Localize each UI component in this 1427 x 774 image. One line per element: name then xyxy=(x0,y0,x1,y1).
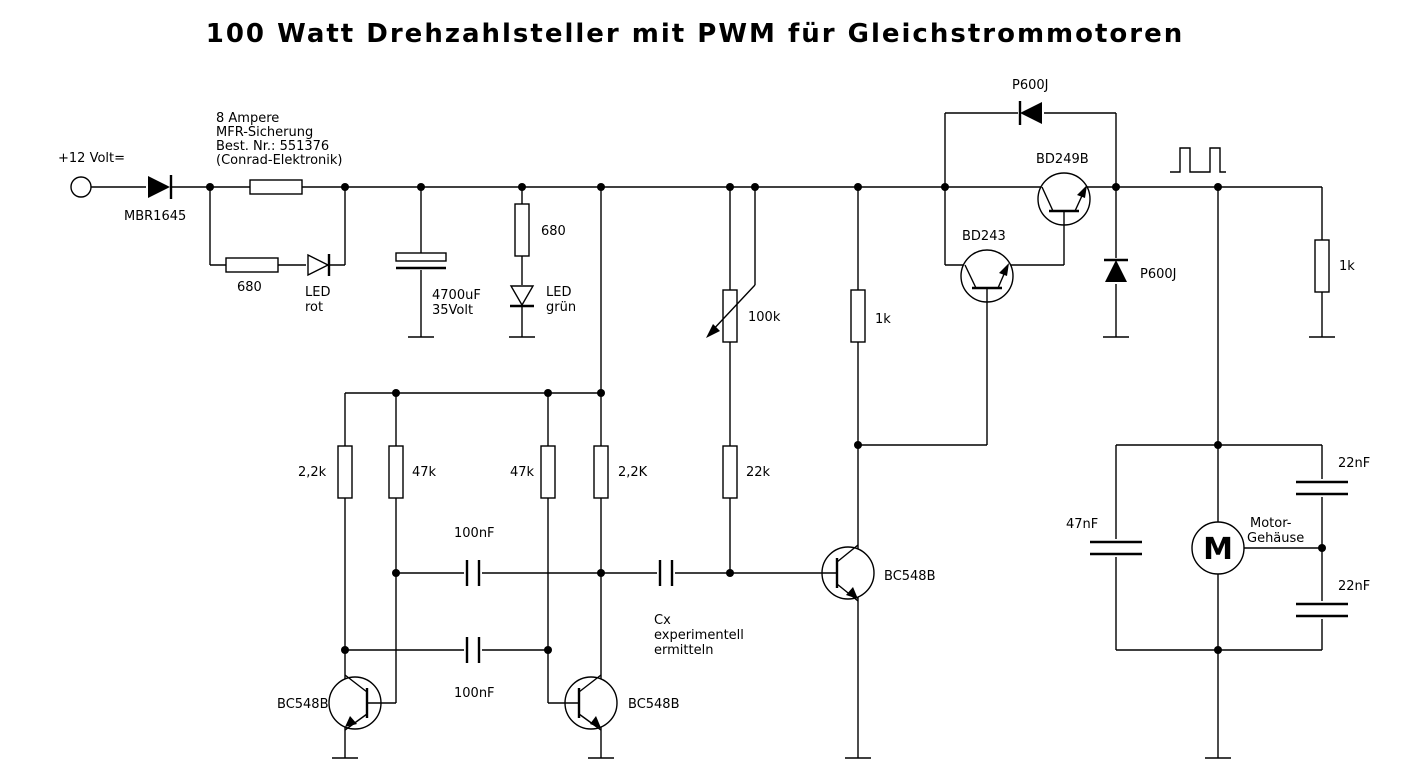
led-green xyxy=(509,285,535,308)
diode-mbr1645-label: MBR1645 xyxy=(124,209,186,224)
resistor-22k xyxy=(722,445,738,499)
input-label: +12 Volt= xyxy=(58,151,125,166)
fuse-label-3: Best. Nr.: 551376 xyxy=(216,139,329,154)
capacitor-47nf xyxy=(1090,539,1142,557)
diode-p600j-freewheel-label: P600J xyxy=(1140,267,1177,282)
fuse-label-1: 8 Ampere xyxy=(216,111,279,126)
resistor-680-green xyxy=(514,203,530,257)
resistor-2k2-left xyxy=(337,445,353,499)
resistor-47k-right xyxy=(540,445,556,499)
capacitor-47nf-label: 47nF xyxy=(1066,517,1098,532)
resistor-47k-right-label: 47k xyxy=(510,465,535,480)
led-red-label-1: LED xyxy=(305,285,330,300)
resistor-2k2-right-label: 2,2K xyxy=(618,465,648,480)
resistor-1k-load-label: 1k xyxy=(1339,259,1355,274)
capacitor-100nf-bottom-label: 100nF xyxy=(454,686,495,701)
capacitor-22nf-top xyxy=(1296,479,1348,497)
motor-symbol: M xyxy=(1203,532,1233,567)
capacitor-4700uf-label-2: 35Volt xyxy=(432,303,473,318)
resistor-1k-load xyxy=(1314,239,1330,293)
resistor-680-green-label: 680 xyxy=(541,224,566,239)
capacitor-4700uf xyxy=(395,252,447,270)
transistor-bd249b-label: BD249B xyxy=(1036,152,1089,167)
fuse-label-2: MFR-Sicherung xyxy=(216,125,313,140)
capacitor-22nf-top-label: 22nF xyxy=(1338,456,1370,471)
capacitor-100nf-top-label: 100nF xyxy=(454,526,495,541)
fuse xyxy=(249,179,303,195)
capacitor-cx xyxy=(657,560,675,586)
capacitor-cx-label-1: Cx xyxy=(654,613,671,628)
transistor-bd243-label: BD243 xyxy=(962,229,1006,244)
diode-p600j-top xyxy=(1018,101,1044,125)
led-red xyxy=(306,253,331,277)
diode-mbr1645 xyxy=(146,175,173,199)
potentiometer-100k-label: 100k xyxy=(748,310,781,325)
capacitor-cx-label-3: ermitteln xyxy=(654,643,713,658)
led-red-label-2: rot xyxy=(305,300,323,315)
motor-label-1: Motor- xyxy=(1250,516,1292,531)
resistor-1k-driver xyxy=(850,289,866,343)
transistor-bc548b-right-label: BC548B xyxy=(628,697,680,712)
transistor-bc548b-left-label: BC548B xyxy=(277,697,329,712)
input-terminal xyxy=(70,176,92,198)
capacitor-4700uf-label-1: 4700uF xyxy=(432,288,481,303)
resistor-1k-driver-label: 1k xyxy=(875,312,891,327)
transistor-bd243 xyxy=(960,249,1014,303)
motor-label-2: Gehäuse xyxy=(1247,531,1304,546)
led-green-label-2: grün xyxy=(546,300,576,315)
transistor-bc548b-driver-label: BC548B xyxy=(884,569,936,584)
fuse-label-4: (Conrad-Elektronik) xyxy=(216,153,343,168)
transistor-bc548b-driver xyxy=(820,544,875,602)
transistor-bc548b-right xyxy=(548,674,618,731)
diode-p600j-top-label: P600J xyxy=(1012,78,1049,93)
resistor-680-red xyxy=(225,257,279,273)
junction-dots xyxy=(206,183,1326,654)
resistor-22k-label: 22k xyxy=(746,465,771,480)
resistor-2k2-right xyxy=(593,445,609,499)
page-title: 100 Watt Drehzahlsteller mit PWM für Gle… xyxy=(206,19,1185,49)
diode-p600j-freewheel xyxy=(1104,258,1128,284)
led-green-label-1: LED xyxy=(546,285,571,300)
resistor-2k2-left-label: 2,2k xyxy=(298,465,327,480)
motor xyxy=(1191,521,1245,575)
resistor-680-red-label: 680 xyxy=(237,280,262,295)
capacitor-100nf-top xyxy=(464,560,482,586)
potentiometer-100k xyxy=(706,284,756,343)
pwm-waveform-icon xyxy=(1170,147,1226,173)
resistor-47k-left-label: 47k xyxy=(412,465,437,480)
capacitor-cx-label-2: experimentell xyxy=(654,628,744,643)
wires xyxy=(91,112,1335,759)
capacitor-100nf-bottom xyxy=(464,637,482,663)
transistor-bc548b-left xyxy=(328,674,396,731)
transistor-bd249b xyxy=(1037,172,1091,226)
resistor-47k-left xyxy=(388,445,404,499)
capacitor-22nf-bottom xyxy=(1296,601,1348,619)
capacitor-22nf-bottom-label: 22nF xyxy=(1338,579,1370,594)
